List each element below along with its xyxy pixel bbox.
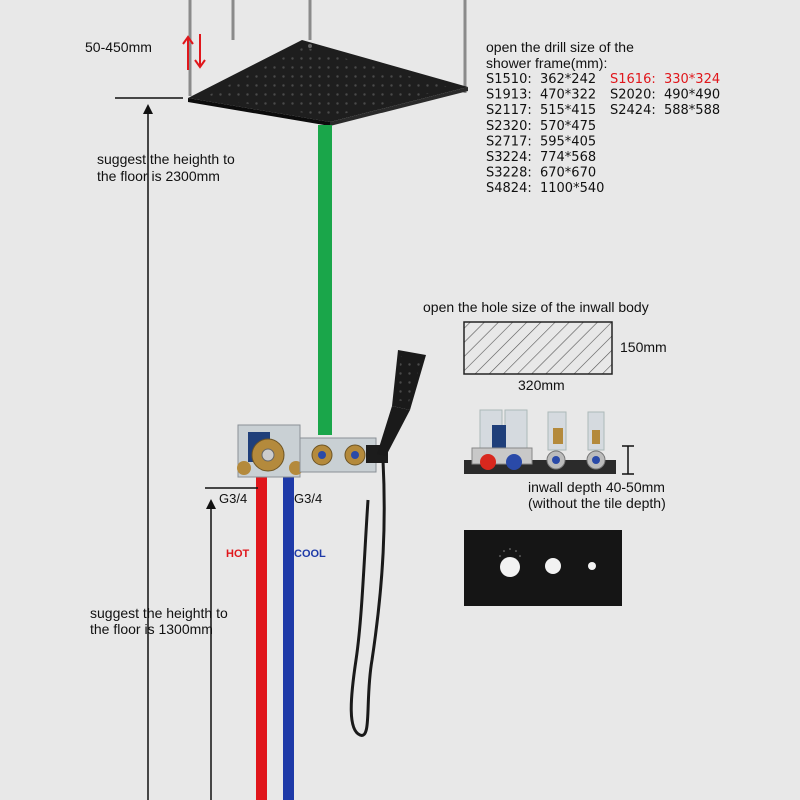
inwall-valve-body <box>464 409 616 474</box>
depth-dimension <box>622 445 634 475</box>
valve-height-line2: the floor is 1300mm <box>90 621 213 637</box>
hot-label: HOT <box>226 548 250 560</box>
drill-size-left: S1510: 362*242 <box>486 72 596 87</box>
drill-size-left: S1913: 470*322 <box>486 88 596 103</box>
inwall-hole-height: 150mm <box>620 339 667 355</box>
drill-size-left: S2717: 595*405 <box>486 134 596 149</box>
drill-table-title-1: open the drill size of the <box>486 39 634 55</box>
inwall-hole-title: open the hole size of the inwall body <box>423 299 649 315</box>
cold-water-pipe <box>283 470 294 800</box>
drill-size-left: S2117: 515*415 <box>486 103 596 118</box>
hot-thread-label: G3/4 <box>219 491 247 506</box>
inwall-depth-line1: inwall depth 40-50mm <box>528 479 665 495</box>
drill-size-right: S2424: 588*588 <box>610 103 720 118</box>
valve-height-arrow <box>206 499 216 800</box>
drill-size-left: S4824: 1100*540 <box>486 181 604 196</box>
drill-size-left: S2320: 570*475 <box>486 119 596 134</box>
valve-height-line1: suggest the heighth to <box>90 605 228 621</box>
rain-height-line1: suggest the heighth to <box>97 151 235 167</box>
inwall-hole-rect <box>463 321 613 375</box>
ceiling-drop-label: 50-450mm <box>85 39 152 55</box>
adjust-arrows-icon <box>182 34 206 70</box>
drill-table-title-2: shower frame(mm): <box>486 55 607 71</box>
mixing-valve <box>237 424 388 478</box>
cold-label: COOL <box>294 548 326 560</box>
hot-water-pipe <box>256 470 267 800</box>
cold-thread-label: G3/4 <box>294 491 322 506</box>
water-supply-pipe <box>318 125 332 435</box>
control-panel <box>464 530 622 606</box>
drill-size-right: S1616: 330*324 <box>610 72 720 87</box>
drill-size-right: S2020: 490*490 <box>610 88 720 103</box>
drill-size-left: S3224: 774*568 <box>486 150 596 165</box>
rain-shower-head <box>188 40 468 126</box>
rain-height-arrow <box>143 104 153 800</box>
inwall-hole-width: 320mm <box>518 377 565 393</box>
rain-height-line2: the floor is 2300mm <box>97 168 220 184</box>
hand-shower <box>349 350 426 737</box>
inwall-depth-line2: (without the tile depth) <box>528 495 666 511</box>
drill-size-left: S3228: 670*670 <box>486 166 596 181</box>
ceiling-rods <box>188 0 467 96</box>
